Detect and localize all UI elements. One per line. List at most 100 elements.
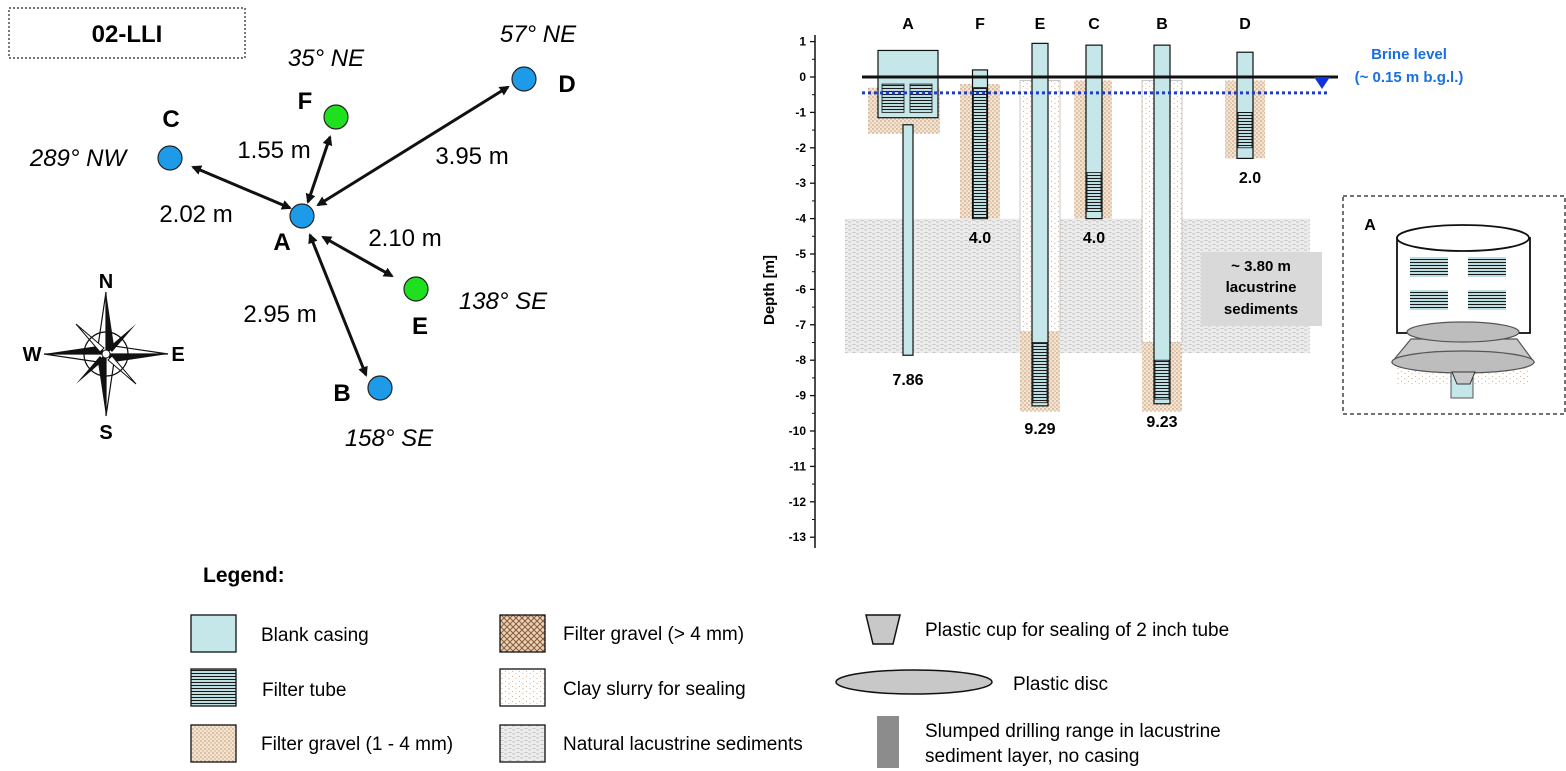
site-label: 02-LLI — [92, 21, 163, 48]
legend: Legend: Blank casing Filter tube Filter … — [190, 564, 1229, 768]
filter-tube — [1032, 342, 1048, 404]
distance-a-e: 2.10 m — [368, 225, 441, 252]
y-tick-label: 1 — [799, 35, 806, 49]
depth-profile: 10-1-2-3-4-5-6-7-8-9-10-11-12-13 Depth [… — [761, 16, 1463, 548]
legend-label-slumped-range-1: Slumped drilling range in lacustrine — [925, 721, 1221, 742]
y-tick: -11 — [789, 459, 815, 485]
y-tick: -1 — [795, 105, 815, 131]
sediment-note-box — [1201, 252, 1322, 326]
profile-well-b: B9.23 — [1141, 16, 1183, 431]
detail-a-label: A — [1364, 217, 1376, 234]
profile-well-f: F4.0 — [960, 16, 1000, 247]
y-tick-label: -1 — [795, 105, 806, 119]
well-b-bearing: 158° SE — [345, 425, 434, 452]
y-tick: -6 — [795, 282, 815, 308]
y-tick-label: -11 — [789, 459, 806, 473]
well-f-label: F — [298, 88, 313, 115]
sediment-note-line2: lacustrine — [1226, 279, 1297, 296]
well-c-marker — [157, 145, 183, 171]
profile-well-depth-label: 9.23 — [1146, 414, 1177, 431]
y-tick: -3 — [795, 176, 815, 202]
well-e-marker — [403, 276, 429, 302]
y-tick: -9 — [795, 389, 815, 414]
distance-a-f: 1.55 m — [237, 137, 310, 164]
profile-well-depth-label: 7.86 — [892, 372, 923, 389]
well-map: A B C D E F 158° SE 289° NW 57° NE 138° … — [29, 21, 577, 452]
sediment-note-line1: ~ 3.80 m — [1231, 258, 1291, 275]
y-tick-label: -8 — [795, 353, 806, 367]
y-tick: -2 — [795, 141, 815, 166]
legend-plastic-disc-icon — [835, 669, 993, 695]
filter-tube — [1086, 172, 1102, 212]
profile-well-depth-label: 4.0 — [969, 230, 991, 247]
profile-well-header: C — [1088, 16, 1100, 33]
detail-a-barrel-icon — [1390, 224, 1536, 399]
legend-swatch-filter-gravel-coarse — [499, 614, 546, 653]
well-f-marker — [323, 104, 349, 130]
compass-w: W — [23, 344, 42, 366]
y-tick-label: 0 — [799, 70, 806, 84]
brine-level-sublabel: (~ 0.15 m b.g.l.) — [1355, 69, 1464, 86]
legend-label-filter-gravel-fine: Filter gravel (1 - 4 mm) — [261, 734, 453, 755]
blank-casing — [1153, 44, 1171, 405]
compass-s: S — [99, 422, 112, 444]
legend-label-filter-tube: Filter tube — [262, 680, 346, 701]
blank-casing — [1031, 42, 1049, 407]
y-tick: -5 — [795, 247, 815, 273]
legend-title: Legend: — [203, 564, 285, 587]
well-b-label: B — [333, 380, 350, 407]
brine-level-triangle-icon — [1314, 77, 1330, 89]
profile-well-a: A 7.86 — [868, 16, 940, 389]
y-tick-label: -7 — [795, 318, 806, 332]
y-tick-label: -3 — [795, 176, 806, 190]
filter-tube — [973, 87, 987, 219]
legend-swatch-lacustrine-sediments — [499, 724, 546, 763]
y-tick-label: -6 — [795, 282, 806, 296]
legend-label-plastic-cup: Plastic cup for sealing of 2 inch tube — [925, 620, 1229, 641]
legend-swatch-filter-gravel-fine — [190, 724, 237, 763]
profile-well-header: E — [1035, 16, 1046, 33]
brine-level-label: Brine level — [1371, 46, 1447, 63]
y-ticks: 1 0 -1 -2 -3 -4 -5 -6 -7 -8 -9 -10 -11 -12 -13 — [789, 35, 815, 544]
compass-e: E — [171, 344, 184, 366]
filter-tube — [881, 83, 905, 113]
site-label-box: 02-LLI — [8, 7, 246, 59]
distance-a-c: 2.02 m — [159, 201, 232, 228]
legend-label-plastic-disc: Plastic disc — [1013, 674, 1108, 695]
profile-well-header: D — [1239, 16, 1251, 33]
y-tick-label: -10 — [789, 424, 807, 438]
filter-tube — [1154, 359, 1170, 400]
well-e-bearing: 138° SE — [459, 288, 548, 315]
well-d-bearing: 57° NE — [500, 21, 577, 48]
legend-label-lacustrine-sediments: Natural lacustrine sediments — [563, 734, 803, 755]
legend-label-slumped-range-2: sediment layer, no casing — [925, 746, 1139, 767]
y-tick: -13 — [789, 530, 815, 544]
blank-casing — [902, 124, 914, 356]
distance-a-b: 2.95 m — [243, 301, 316, 328]
legend-swatch-blank-casing — [190, 614, 237, 653]
y-tick: -12 — [789, 495, 815, 520]
legend-slumped-range-swatch — [877, 716, 899, 768]
y-tick-label: -13 — [789, 530, 807, 544]
distance-a-d: 3.95 m — [435, 143, 508, 170]
y-tick-label: -9 — [795, 389, 806, 403]
well-e-label: E — [412, 313, 428, 340]
profile-well-header: A — [902, 16, 914, 33]
profile-well-e: E9.29 — [1019, 16, 1061, 438]
legend-label-blank-casing: Blank casing — [261, 625, 369, 646]
y-tick: -10 — [789, 424, 815, 450]
profile-well-d: D2.0 — [1225, 16, 1265, 187]
well-a-marker — [289, 203, 315, 229]
legend-swatch-clay-slurry — [499, 668, 546, 707]
y-tick: 0 — [799, 70, 815, 96]
arrow-a-b — [308, 233, 368, 377]
y-tick-label: -2 — [795, 141, 806, 155]
arrow-a-d — [316, 85, 510, 207]
arrow-a-f — [305, 135, 333, 204]
well-a-label: A — [273, 229, 290, 256]
y-tick: -4 — [795, 212, 815, 237]
y-tick: -8 — [795, 353, 815, 379]
profile-well-c: C4.0 — [1074, 16, 1112, 247]
